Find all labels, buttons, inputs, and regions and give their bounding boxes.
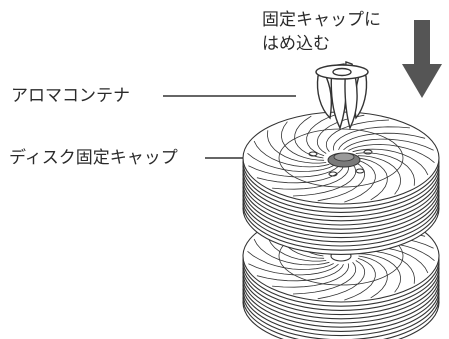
disc-inner-ring [278, 128, 404, 188]
disc-fin [338, 132, 426, 150]
disc-fin [352, 148, 429, 176]
disc-fin [317, 162, 366, 202]
disc-fin [325, 119, 390, 152]
disc-fin [357, 155, 402, 195]
disc-fin [348, 144, 435, 164]
aroma-container-label: アロマコンテナ [11, 86, 130, 106]
disc-fin [272, 263, 350, 288]
disc-fin [357, 253, 402, 293]
disc-fin [294, 115, 324, 159]
disc-fin [248, 165, 339, 178]
disc-fin [272, 165, 350, 190]
disc-fin [344, 159, 376, 203]
disc-fin [256, 166, 344, 184]
disc-fin [253, 238, 330, 266]
disc-fin [266, 130, 327, 164]
disc-fin [292, 262, 357, 295]
instruction-label-line1: 固定キャップに [262, 10, 381, 30]
disc-fin [247, 152, 334, 172]
disc-fin [358, 255, 388, 299]
disc-fin [358, 157, 388, 201]
disc-fin [248, 263, 339, 276]
disc-fin [306, 113, 338, 157]
down-arrow-icon [402, 20, 442, 98]
disc-fin [355, 152, 416, 186]
disc-fixing-cap [327, 152, 361, 168]
disc-fin [317, 260, 366, 300]
disc-fin [343, 138, 434, 151]
disc-fin [253, 140, 330, 168]
disc-fin [344, 257, 376, 301]
top-disc-stack [242, 111, 440, 255]
disc-fin [316, 114, 365, 154]
disc-cap-label: ディスク固定キャップ [9, 148, 178, 168]
aroma-container [315, 61, 369, 130]
disc-fin [280, 121, 325, 161]
disc-fin [256, 264, 344, 282]
disc-fin [332, 126, 410, 151]
instruction-label-line2: はめ込む [262, 34, 330, 54]
disc-fin [247, 250, 334, 270]
